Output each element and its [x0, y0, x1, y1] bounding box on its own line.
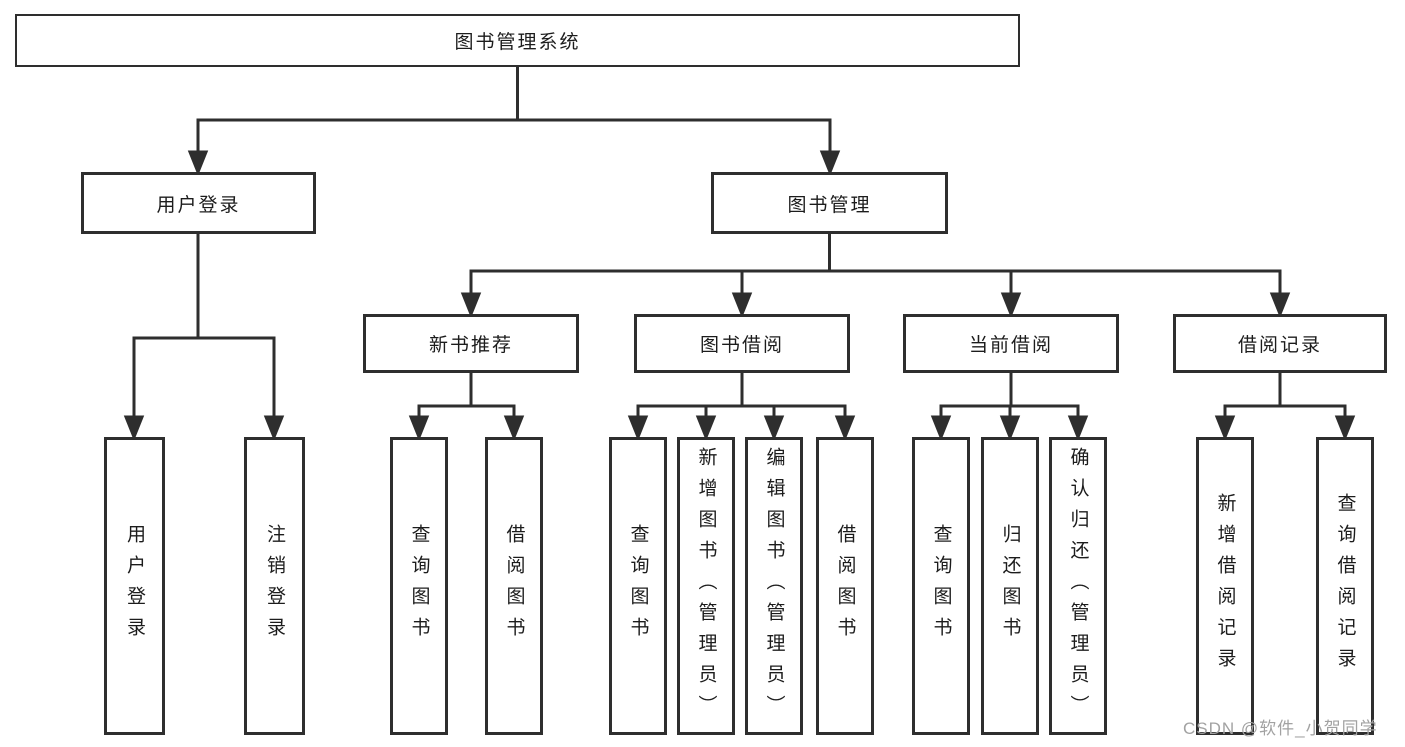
- leaf-confirm-return-admin: 确认归还（管理员）: [1049, 437, 1107, 735]
- connectors-root: [187, 67, 841, 177]
- node-book-management: 图书管理: [711, 172, 948, 234]
- leaf-logout-label: 注销登录: [264, 524, 285, 648]
- node-book-borrow-label: 图书借阅: [699, 335, 784, 356]
- connectors-book-borrow: [627, 373, 856, 442]
- node-borrow-records: 借阅记录: [1173, 314, 1387, 373]
- leaf-user-login: 用户登录: [104, 437, 165, 735]
- leaf-add-borrow-record: 新增借阅记录: [1196, 437, 1254, 735]
- node-new-book-recommend: 新书推荐: [363, 314, 579, 373]
- leaf-borrow-books-borrow-label: 借阅图书: [834, 524, 856, 648]
- leaf-confirm-return-admin-label: 确认归还（管理员）: [1067, 446, 1089, 726]
- node-current-borrow: 当前借阅: [903, 314, 1119, 373]
- leaf-add-borrow-record-label: 新增借阅记录: [1214, 493, 1236, 679]
- leaf-query-books-recommend-label: 查询图书: [408, 524, 430, 648]
- leaf-add-books-admin-label: 新增图书（管理员）: [695, 446, 717, 726]
- node-book-management-label: 图书管理: [787, 194, 872, 216]
- leaf-return-books: 归还图书: [981, 437, 1039, 735]
- node-root-label: 图书管理系统: [454, 32, 581, 53]
- leaf-borrow-books-borrow: 借阅图书: [816, 437, 874, 735]
- leaf-edit-books-admin-label: 编辑图书（管理员）: [763, 446, 785, 726]
- node-user-login-label: 用户登录: [156, 194, 241, 216]
- leaf-return-books-label: 归还图书: [999, 524, 1021, 648]
- leaf-add-books-admin: 新增图书（管理员）: [677, 437, 735, 735]
- leaf-query-borrow-record: 查询借阅记录: [1316, 437, 1374, 735]
- connectors-user-login: [123, 234, 285, 442]
- node-user-login: 用户登录: [81, 172, 316, 234]
- leaf-query-books-current-label: 查询图书: [930, 524, 952, 648]
- leaf-query-borrow-record-label: 查询借阅记录: [1334, 493, 1356, 679]
- csdn-watermark: CSDN @软件_小贺同学: [1183, 719, 1378, 738]
- leaf-query-books-current: 查询图书: [912, 437, 970, 735]
- leaf-query-books-borrow-label: 查询图书: [627, 524, 649, 648]
- leaf-logout: 注销登录: [244, 437, 305, 735]
- leaf-user-login-label: 用户登录: [124, 524, 145, 648]
- node-new-book-recommend-label: 新书推荐: [428, 335, 513, 356]
- node-book-borrow: 图书借阅: [634, 314, 850, 373]
- connectors-book-management: [460, 234, 1291, 319]
- leaf-query-books-borrow: 查询图书: [609, 437, 667, 735]
- leaf-query-books-recommend: 查询图书: [390, 437, 448, 735]
- node-root-system: 图书管理系统: [15, 14, 1020, 67]
- connectors-current-borrow: [930, 373, 1089, 442]
- node-current-borrow-label: 当前借阅: [968, 335, 1053, 356]
- leaf-edit-books-admin: 编辑图书（管理员）: [745, 437, 803, 735]
- node-borrow-records-label: 借阅记录: [1237, 335, 1322, 356]
- connectors-new-book-recommend: [408, 373, 525, 442]
- leaf-borrow-books-recommend-label: 借阅图书: [503, 524, 525, 648]
- leaf-borrow-books-recommend: 借阅图书: [485, 437, 543, 735]
- connectors-borrow-records: [1214, 373, 1356, 442]
